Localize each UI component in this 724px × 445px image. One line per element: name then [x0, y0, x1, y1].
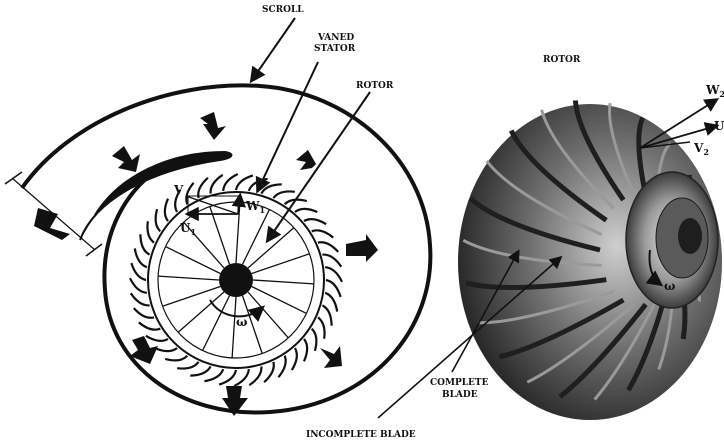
stator-vane [292, 348, 297, 370]
rotor-spoke [166, 247, 221, 274]
stator-vane [147, 221, 154, 242]
stator-vane [165, 199, 168, 221]
stator-vane [312, 230, 334, 237]
u2-label: U [714, 119, 724, 133]
stator-vane [249, 366, 261, 385]
stator-vane [322, 255, 341, 267]
v2-label: V2 [693, 141, 709, 157]
stator-vane [322, 305, 331, 325]
flow-arrow-1 [200, 112, 226, 140]
stator-vane [312, 329, 317, 351]
inlet-tick-bottom [86, 244, 102, 256]
rotor-leader-left [268, 92, 370, 240]
stator-vane [264, 362, 274, 382]
stator-vane [134, 308, 154, 318]
omega-label-right: ω [664, 279, 675, 293]
stator-vane [177, 362, 198, 369]
w2-label: W2 [705, 83, 724, 99]
w1-label: W1 [245, 199, 265, 215]
stator-vane [146, 336, 168, 341]
stator-leader [258, 62, 318, 190]
u1-label: U1 [180, 221, 196, 237]
schematic-left: SCROLL VANED STATOR ROTOR W1 U1 V ω [5, 5, 430, 416]
stator-vane [295, 209, 317, 212]
stator-vane [318, 317, 325, 338]
rotor-label-left: ROTOR [356, 81, 394, 91]
stator-vane [190, 366, 210, 375]
v1-label: V [173, 183, 184, 197]
rotor-hub [219, 263, 253, 297]
omega-label-left: ω [236, 315, 247, 329]
stator-vane [139, 322, 161, 329]
stator-vane [165, 356, 187, 361]
stator-vane [155, 348, 177, 351]
stator-vane [131, 293, 150, 305]
stator-vane [304, 219, 326, 224]
flow-arrow-2 [112, 146, 140, 172]
flow-arrow-5 [320, 346, 342, 368]
complete-blade-label-line2: BLADE [442, 390, 478, 400]
rotor-photo: ω W2 U V2 ROTOR [458, 55, 724, 420]
complete-blade-label-line1: COMPLETE [430, 378, 489, 388]
stator-vane [156, 209, 161, 231]
stator-vane [304, 339, 307, 361]
scroll-leader [252, 18, 295, 80]
stator-vane [261, 184, 281, 193]
rotor-spoke [253, 280, 314, 284]
inlet-tick-top [5, 172, 22, 184]
stator-vane [211, 175, 223, 194]
incomplete-blade-label: INCOMPLETE BLADE [306, 430, 416, 440]
rotor-spoke [243, 210, 270, 265]
stator-vane [318, 242, 338, 252]
rotor-label-right: ROTOR [543, 55, 581, 65]
vaned-stator-label-line1: VANED [317, 33, 354, 43]
rotor-spoke [158, 276, 219, 280]
stator-vane [278, 356, 285, 378]
flow-arrow-3 [296, 150, 316, 170]
stator-vane [186, 183, 193, 205]
flow-arrow-4 [346, 234, 378, 262]
vaned-stator-label-line2: STATOR [314, 44, 356, 54]
stator-vane [198, 178, 208, 198]
rotor-spoke [203, 296, 230, 351]
stator-vane [273, 191, 294, 198]
rotor-hub-bore [678, 218, 702, 254]
stator-vane [140, 234, 149, 254]
scroll-label: SCROLL [262, 5, 304, 15]
